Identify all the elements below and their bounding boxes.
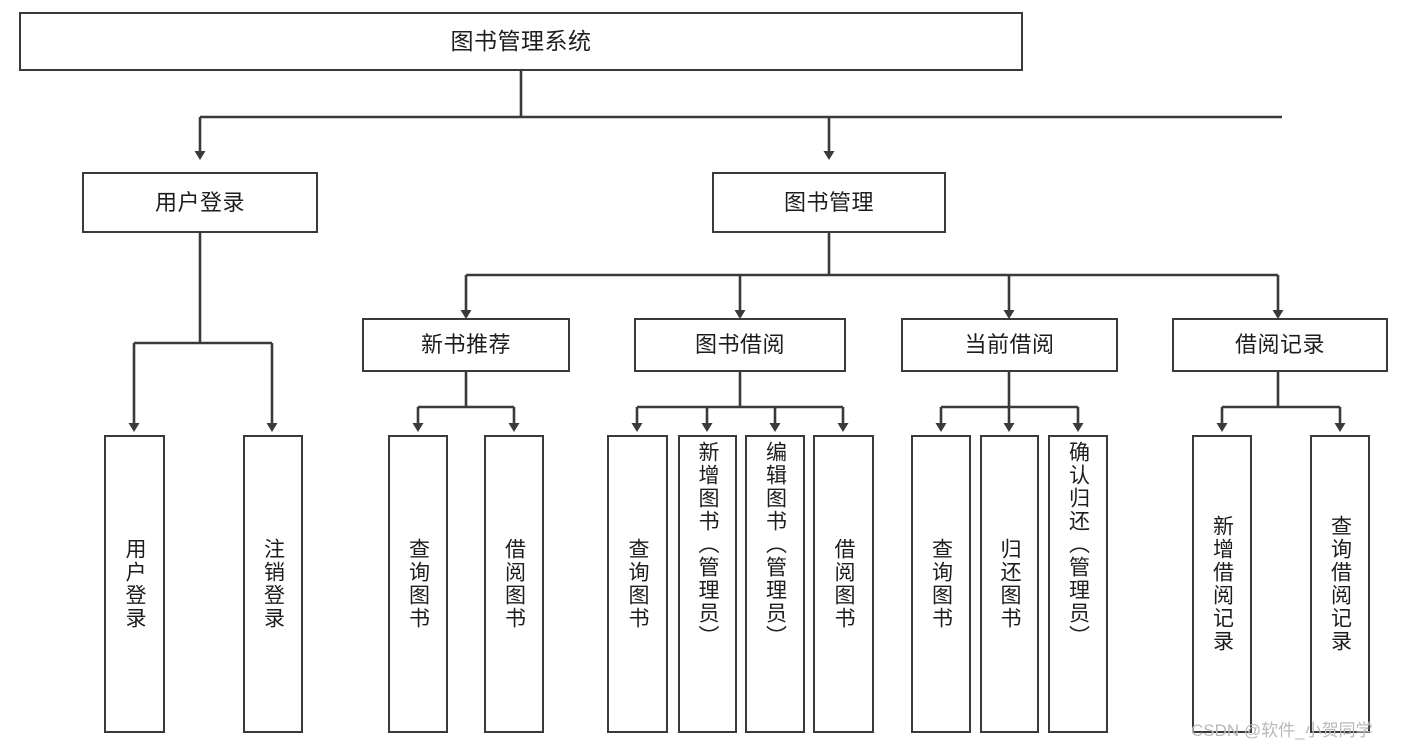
- node-root[interactable]: 图书管理系统: [19, 12, 1023, 71]
- leaf-records-query-record[interactable]: 查询借阅记录: [1310, 435, 1370, 733]
- node-current-borrow-label: 当前借阅: [964, 332, 1055, 358]
- leaf-borrow-edit-book-admin-label: 编辑图书（管理员）: [763, 441, 787, 648]
- leaf-records-add-record-label: 新增借阅记录: [1210, 515, 1234, 653]
- leaf-logout-label: 注销登录: [261, 538, 285, 630]
- leaf-newbook-query-book-label: 查询图书: [406, 538, 430, 630]
- node-borrow-records[interactable]: 借阅记录: [1172, 318, 1388, 372]
- node-current-borrow[interactable]: 当前借阅: [901, 318, 1118, 372]
- leaf-records-add-record[interactable]: 新增借阅记录: [1192, 435, 1252, 733]
- node-book-borrow[interactable]: 图书借阅: [634, 318, 846, 372]
- leaf-current-query-book-label: 查询图书: [929, 538, 953, 630]
- leaf-records-query-record-label: 查询借阅记录: [1328, 515, 1352, 653]
- node-root-label: 图书管理系统: [450, 27, 592, 54]
- leaf-borrow-borrow-book-label: 借阅图书: [832, 538, 855, 630]
- node-user-login[interactable]: 用户登录: [82, 172, 318, 233]
- leaf-borrow-borrow-book[interactable]: 借阅图书: [813, 435, 874, 733]
- node-book-management[interactable]: 图书管理: [712, 172, 946, 233]
- leaf-newbook-borrow-book-label: 借阅图书: [502, 538, 526, 630]
- leaf-current-confirm-return-admin[interactable]: 确认归还（管理员）: [1048, 435, 1108, 733]
- leaf-newbook-borrow-book[interactable]: 借阅图书: [484, 435, 544, 733]
- node-new-book-recommend[interactable]: 新书推荐: [362, 318, 570, 372]
- node-user-login-label: 用户登录: [154, 189, 245, 215]
- csdn-watermark: CSDN @软件_小贺同学: [1191, 721, 1373, 740]
- node-new-book-recommend-label: 新书推荐: [420, 332, 511, 358]
- leaf-borrow-query-book[interactable]: 查询图书: [607, 435, 668, 733]
- leaf-user-login[interactable]: 用户登录: [104, 435, 165, 733]
- leaf-current-query-book[interactable]: 查询图书: [911, 435, 971, 733]
- leaf-borrow-add-book-admin-label: 新增图书（管理员）: [696, 441, 719, 648]
- leaf-borrow-edit-book-admin[interactable]: 编辑图书（管理员）: [745, 435, 805, 733]
- leaf-user-login-label: 用户登录: [123, 538, 146, 630]
- node-book-borrow-label: 图书借阅: [694, 332, 785, 358]
- leaf-borrow-query-book-label: 查询图书: [626, 538, 649, 630]
- leaf-borrow-add-book-admin[interactable]: 新增图书（管理员）: [678, 435, 737, 733]
- leaf-current-return-book-label: 归还图书: [998, 538, 1021, 630]
- leaf-logout[interactable]: 注销登录: [243, 435, 303, 733]
- node-borrow-records-label: 借阅记录: [1234, 332, 1325, 358]
- leaf-newbook-query-book[interactable]: 查询图书: [388, 435, 448, 733]
- leaf-current-confirm-return-admin-label: 确认归还（管理员）: [1066, 441, 1090, 648]
- node-book-management-label: 图书管理: [783, 189, 874, 215]
- leaf-current-return-book[interactable]: 归还图书: [980, 435, 1039, 733]
